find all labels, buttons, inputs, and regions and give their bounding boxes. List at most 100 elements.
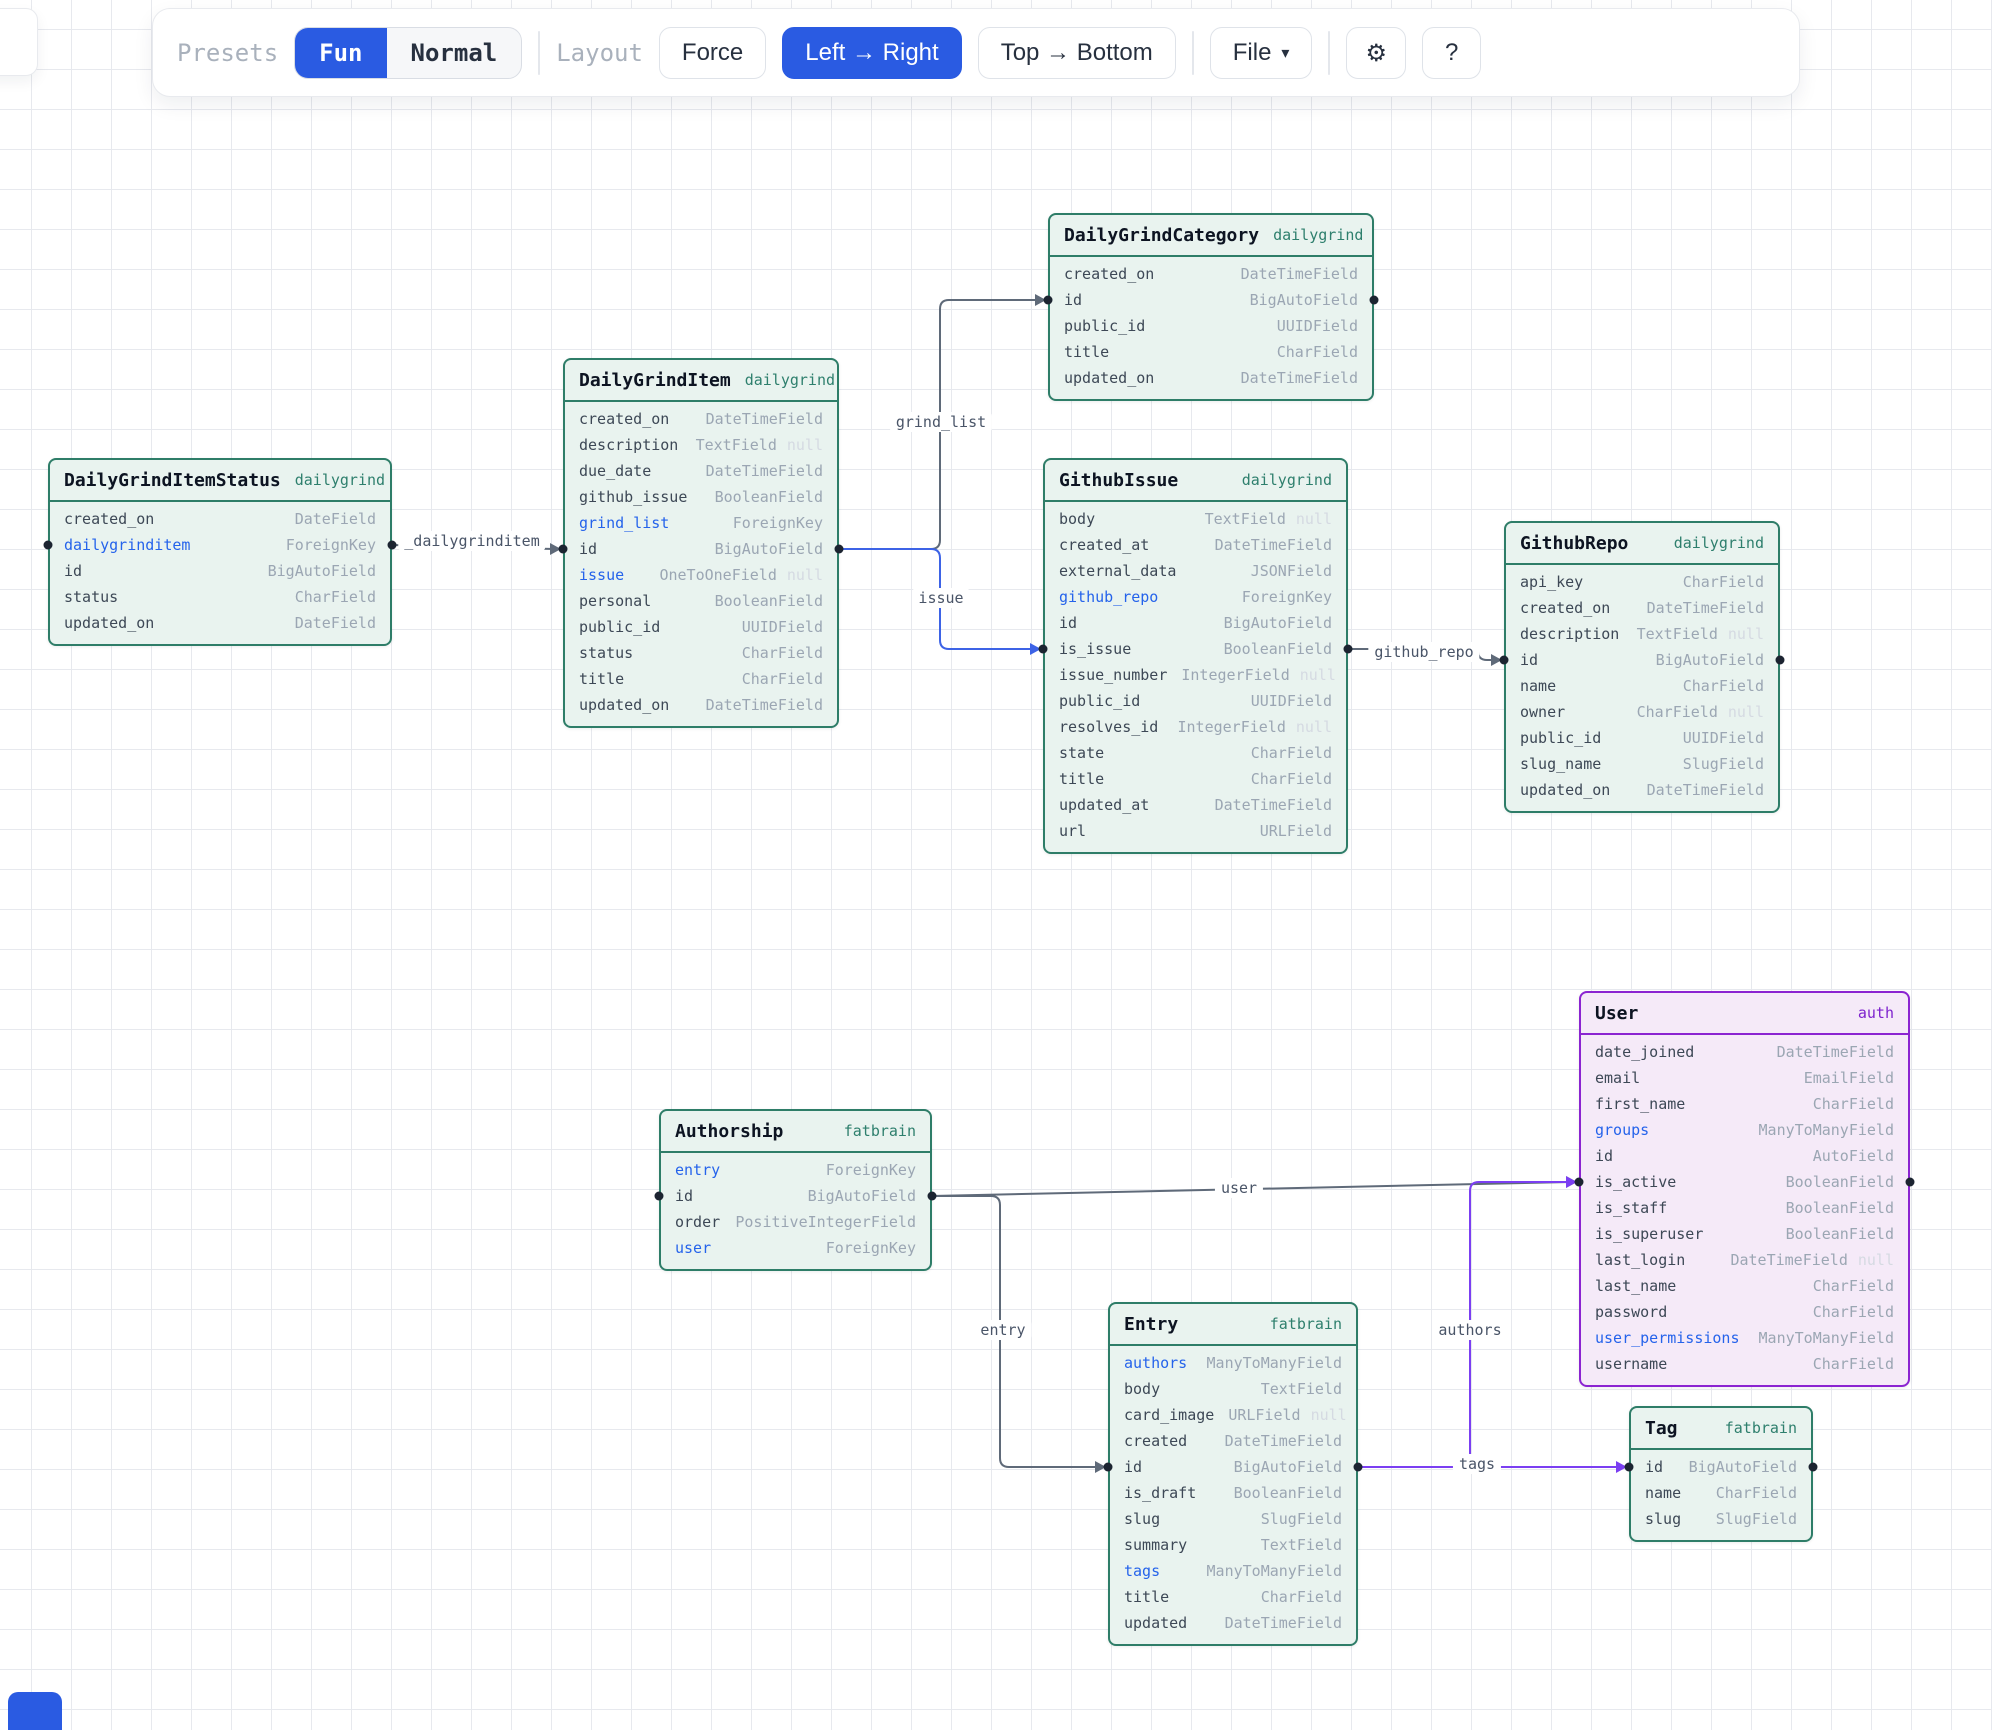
- table-title: User: [1595, 1002, 1639, 1024]
- field-type: CharField: [1812, 1277, 1894, 1295]
- field-type: CharField: [1812, 1303, 1894, 1321]
- field-type: ManyToManyField: [1206, 1562, 1342, 1580]
- field-name-id: id: [1064, 291, 1083, 309]
- layout-left-right-button[interactable]: Left → Right: [782, 26, 962, 79]
- field-name-id: id: [675, 1187, 694, 1205]
- field-link-user_permissions[interactable]: user_permissions: [1595, 1329, 1740, 1347]
- field-link-issue[interactable]: issue: [579, 566, 625, 584]
- layout-top-bottom-button[interactable]: Top → Bottom: [977, 26, 1176, 79]
- field-name-slug: slug: [1124, 1510, 1161, 1528]
- field-link-groups[interactable]: groups: [1595, 1121, 1650, 1139]
- field-link-tags[interactable]: tags: [1124, 1562, 1161, 1580]
- preset-normal-button[interactable]: Normal: [410, 38, 498, 67]
- field-link-authors[interactable]: authors: [1124, 1354, 1188, 1372]
- field-type: ForeignKey: [1241, 588, 1332, 606]
- field-name-description: description: [1520, 625, 1620, 643]
- arrowhead-icon: [550, 543, 561, 555]
- toolbar-divider: [1328, 30, 1331, 75]
- help-button[interactable]: ?: [1421, 26, 1482, 79]
- field-type: UUIDField: [1250, 692, 1332, 710]
- edge-label-tags: tags: [1452, 1454, 1502, 1474]
- field-name-id: id: [1595, 1147, 1614, 1165]
- field-name-title: title: [1059, 770, 1105, 788]
- field-name-is_superuser: is_superuser: [1595, 1225, 1704, 1243]
- null-badge: null: [1727, 703, 1764, 721]
- field-type: IntegerField: [1177, 718, 1286, 736]
- field-name-public_id: public_id: [1520, 729, 1602, 747]
- field-row: public_id UUIDField: [565, 614, 837, 640]
- field-link-dailygrinditem[interactable]: dailygrinditem: [64, 536, 191, 554]
- gear-icon: ⚙: [1365, 38, 1387, 67]
- field-link-grind_list[interactable]: grind_list: [579, 514, 670, 532]
- field-type: CharField: [1276, 343, 1358, 361]
- edge-label-user: user: [1214, 1178, 1264, 1198]
- field-type: ForeignKey: [732, 514, 823, 532]
- preset-fun-button[interactable]: Fun: [295, 27, 387, 78]
- field-type: DateTimeField: [1224, 1614, 1342, 1632]
- field-type: CharField: [1250, 744, 1332, 762]
- field-name-public_id: public_id: [579, 618, 661, 636]
- field-link-github_repo[interactable]: github_repo: [1059, 588, 1159, 606]
- field-name-updated_on: updated_on: [1520, 781, 1611, 799]
- arrowhead-icon: [1035, 294, 1046, 306]
- edge-label-issue: issue: [912, 588, 970, 608]
- app-badge: dailygrind: [744, 371, 836, 389]
- field-type: UUIDField: [1682, 729, 1764, 747]
- field-type: TextField: [1636, 625, 1718, 643]
- table-title: Entry: [1124, 1313, 1179, 1335]
- field-row: grind_list ForeignKey: [565, 510, 837, 536]
- field-name-summary: summary: [1124, 1536, 1188, 1554]
- null-badge: null: [786, 566, 823, 584]
- field-name-last_login: last_login: [1595, 1251, 1686, 1269]
- field-type: TextField: [695, 436, 777, 454]
- field-link-entry[interactable]: entry: [675, 1161, 721, 1179]
- field-type: DateTimeField: [1776, 1043, 1894, 1061]
- null-badge: null: [1295, 718, 1332, 736]
- settings-button[interactable]: ⚙: [1346, 26, 1406, 79]
- toolbar-divider: [1191, 30, 1194, 75]
- field-type: DateTimeField: [1214, 536, 1332, 554]
- arrowhead-icon: [1491, 654, 1502, 666]
- layout-force-button[interactable]: Force: [658, 26, 767, 79]
- field-link-user[interactable]: user: [675, 1239, 712, 1257]
- field-name-updated_at: updated_at: [1059, 796, 1150, 814]
- file-menu-button[interactable]: File ▾: [1209, 26, 1313, 79]
- field-type: CharField: [1682, 573, 1764, 591]
- field-name-created_on: created_on: [579, 410, 670, 428]
- field-type: EmailField: [1803, 1069, 1894, 1087]
- app-badge: fatbrain: [843, 1122, 916, 1140]
- field-type: UUIDField: [741, 618, 823, 636]
- field-name-card_image: card_image: [1124, 1406, 1215, 1424]
- app-badge: auth: [1857, 1004, 1894, 1022]
- clipped-corner-button[interactable]: [8, 1692, 62, 1730]
- field-name-slug: slug: [1645, 1510, 1682, 1528]
- field-type: DateTimeField: [1646, 599, 1764, 617]
